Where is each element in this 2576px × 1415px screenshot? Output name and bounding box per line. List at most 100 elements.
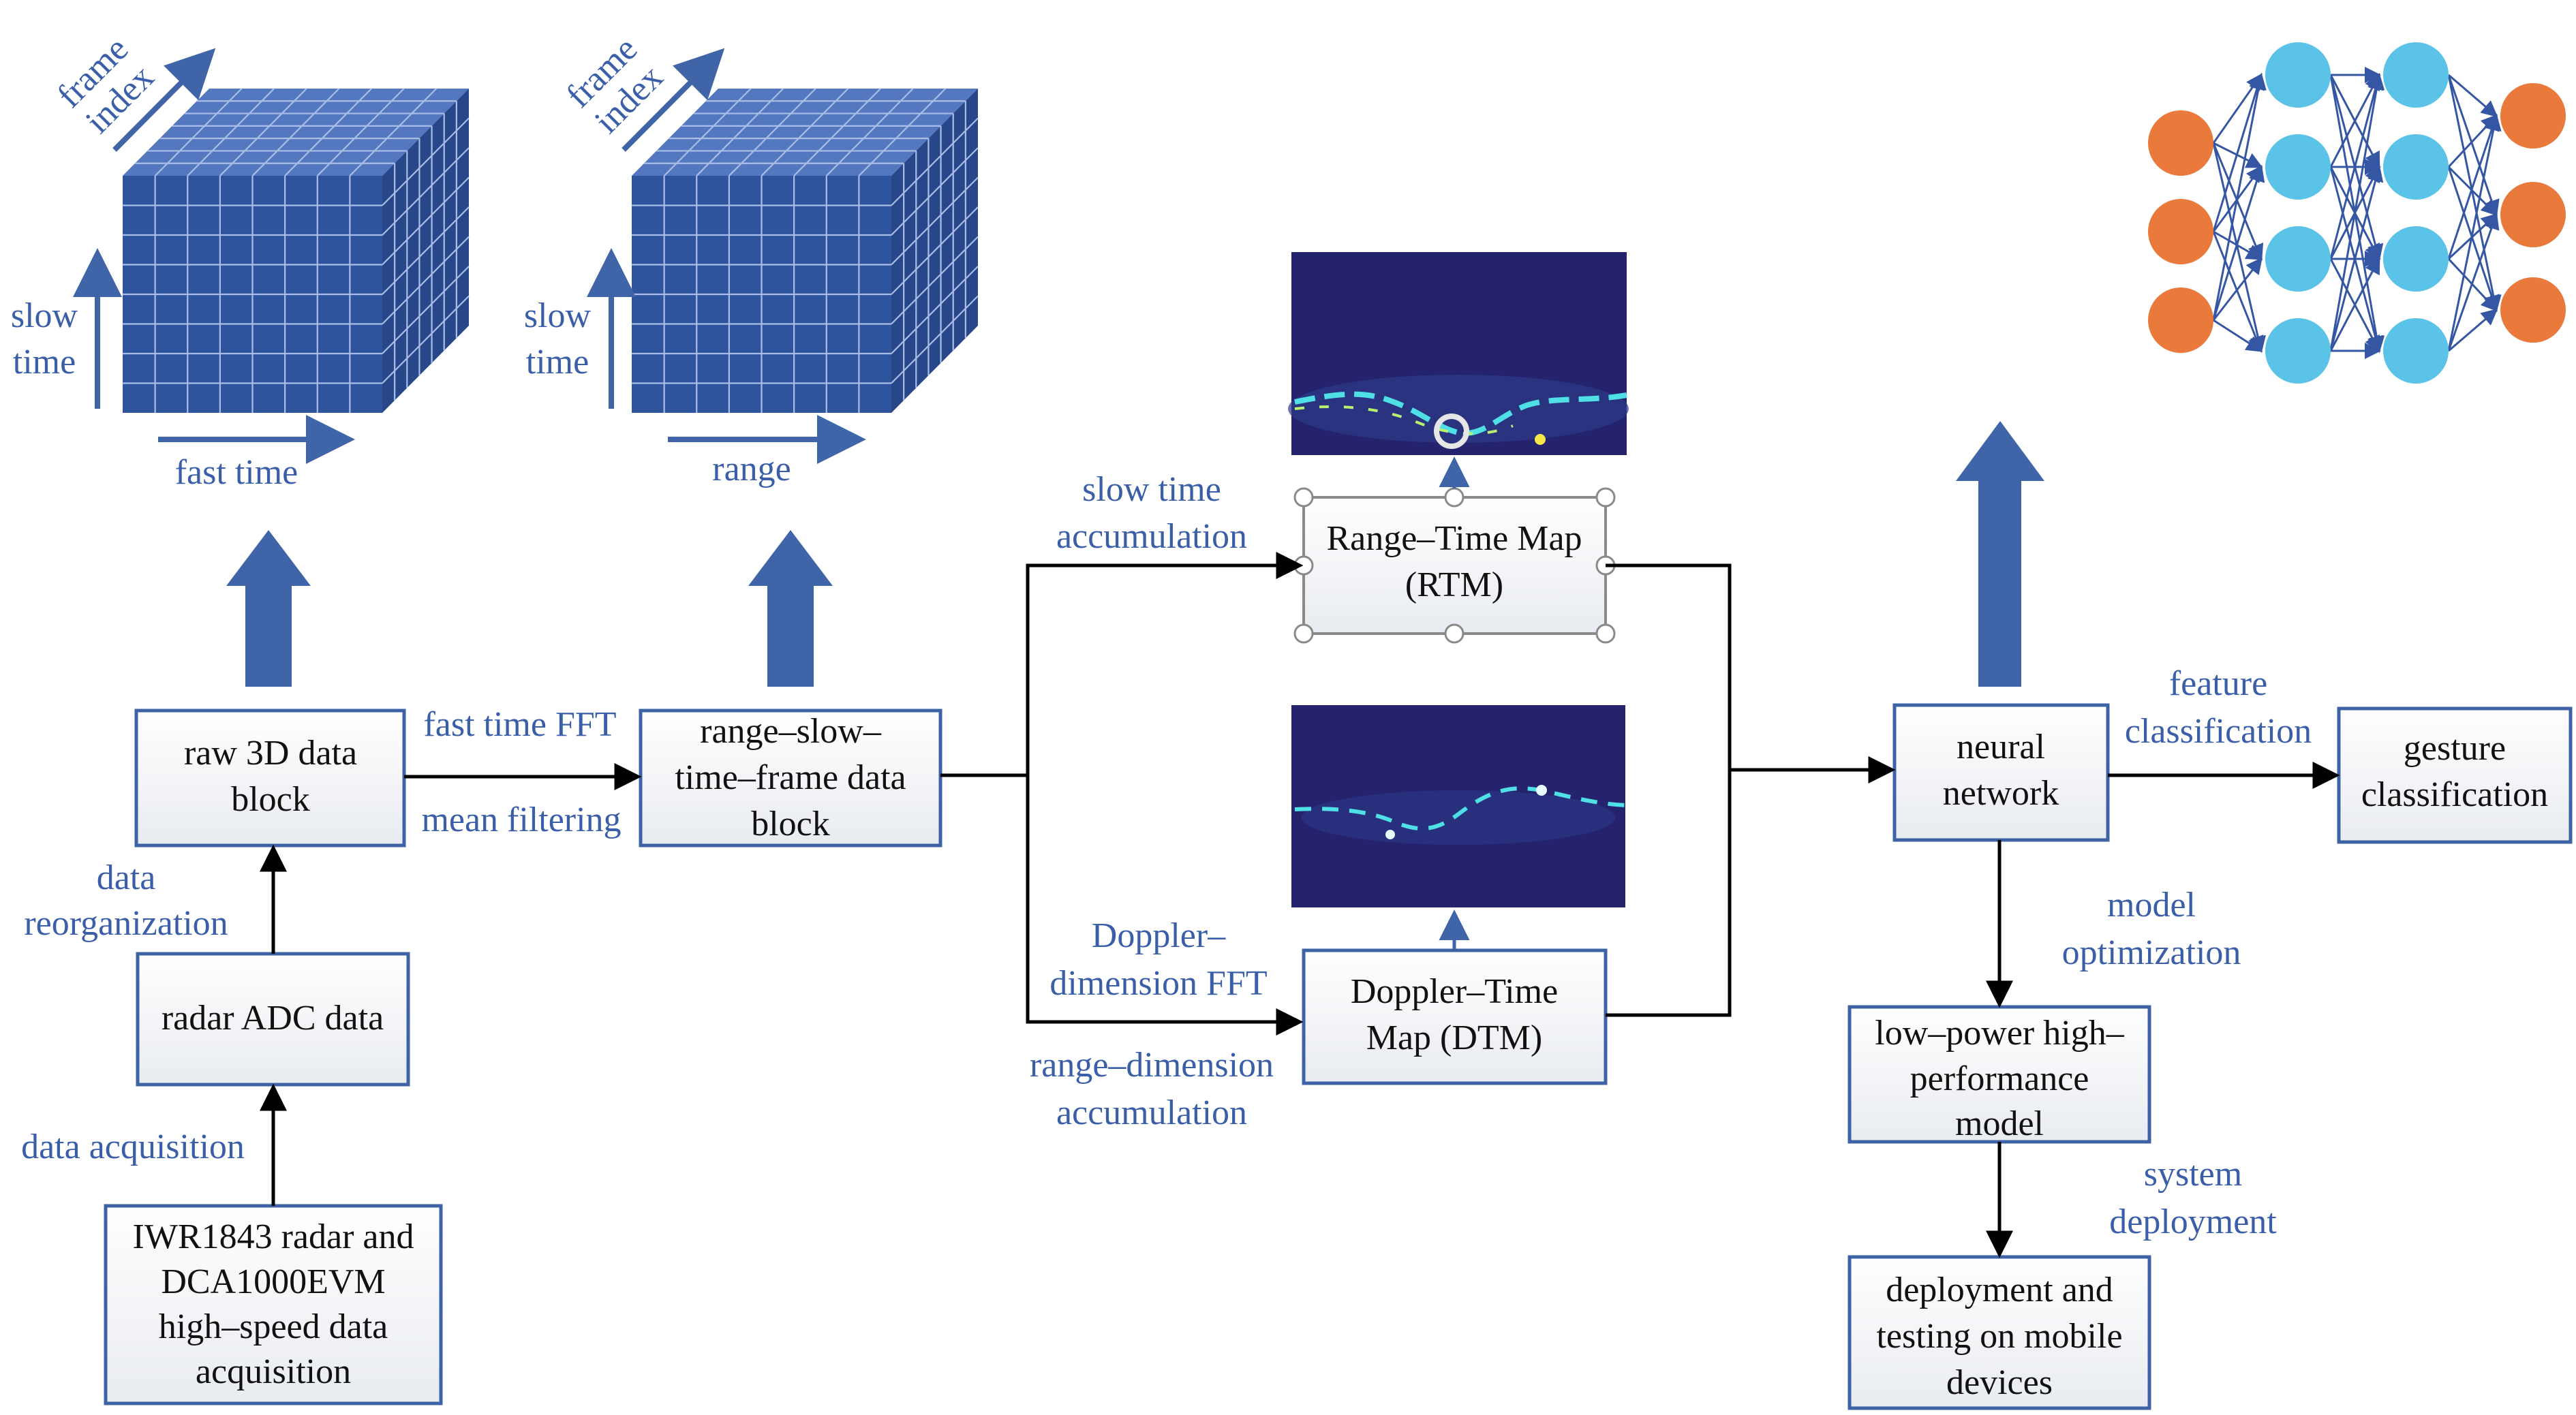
nn-input-node — [2148, 110, 2213, 176]
svg-text:acquisition: acquisition — [196, 1352, 351, 1391]
feature-classification-label: classification — [2125, 712, 2312, 751]
low-power-model-box: low–power high– performance model — [1847, 1005, 2151, 1144]
nn-hidden-node — [2383, 42, 2449, 108]
cube-range-slow — [632, 88, 979, 413]
cube-grid-line — [187, 88, 275, 176]
model-optimization-label: optimization — [2062, 933, 2241, 972]
nn-input-node — [2148, 287, 2213, 353]
nn-connection — [2447, 74, 2500, 217]
cube-grid-line — [891, 206, 979, 295]
cube-grid-line — [382, 295, 470, 384]
cube-grid-line — [219, 88, 307, 176]
cube-grid-line — [761, 88, 849, 176]
radar-system-box: IWR1843 radar and DCA1000EVM high–speed … — [104, 1204, 443, 1405]
dtm-heatmap-image — [1291, 705, 1626, 907]
cube-grid-line — [858, 88, 947, 176]
nn-connection — [2212, 257, 2263, 321]
neural-network-box: neural network — [1892, 703, 2110, 842]
svg-text:model: model — [1955, 1104, 2044, 1143]
frame-index-axis — [112, 48, 216, 152]
svg-text:radar ADC data: radar ADC data — [162, 999, 384, 1038]
nn-connection — [2448, 74, 2498, 117]
nn-hidden-node — [2265, 226, 2331, 292]
svg-text:range–slow–: range–slow– — [700, 712, 882, 751]
cube-grid-line — [729, 88, 816, 176]
cube-grid-line — [696, 88, 784, 176]
system-deployment-label: system — [2144, 1155, 2242, 1194]
cube-grid-line — [382, 206, 470, 295]
svg-text:IWR1843 radar and: IWR1843 radar and — [133, 1217, 414, 1256]
slow-time-label: time — [526, 343, 589, 382]
slow-time-accumulation-label: accumulation — [1056, 517, 1247, 556]
svg-text:deployment and: deployment and — [1886, 1271, 2113, 1309]
connector-arrow — [1026, 775, 1304, 1036]
cube-grid-line — [284, 88, 372, 176]
svg-text:performance: performance — [1910, 1059, 2089, 1098]
connector-line — [1606, 563, 1732, 1017]
nn-output-node — [2500, 83, 2566, 149]
nn-output-node — [2500, 277, 2566, 343]
cube-grid-line — [382, 147, 470, 236]
nn-connection — [2329, 257, 2380, 352]
nn-connection — [2212, 73, 2267, 321]
nn-hidden-node — [2383, 134, 2449, 200]
svg-text:gesture: gesture — [2404, 729, 2506, 768]
neural-network-graphic — [2148, 42, 2566, 384]
frame-index-label: frame index — [50, 29, 162, 141]
svg-text:Map (DTM): Map (DTM) — [1366, 1019, 1543, 1057]
cube-raw-3d — [123, 88, 470, 413]
cube-grid-line — [382, 176, 470, 266]
fast-time-fft-label: fast time FFT — [423, 705, 616, 744]
nn-connection — [2212, 73, 2265, 232]
deployment-box: deployment and testing on mobile devices — [1847, 1255, 2151, 1410]
cube-grid-line — [891, 236, 979, 325]
nn-connection — [2329, 73, 2384, 260]
nn-hidden-node — [2383, 226, 2449, 292]
svg-text:DCA1000EVM: DCA1000EVM — [161, 1262, 385, 1301]
range-label: range — [712, 450, 791, 488]
cube-grid — [632, 88, 979, 413]
rtm-heatmap-image — [1288, 252, 1629, 455]
svg-text:Doppler–Time: Doppler–Time — [1351, 972, 1558, 1011]
nn-input-node — [2148, 199, 2213, 264]
nn-hidden-node — [2383, 318, 2449, 384]
cube-grid-line — [891, 117, 979, 206]
svg-text:block: block — [751, 805, 830, 843]
rtm-box: Range–Time Map (RTM) — [1302, 496, 1607, 635]
svg-text:block: block — [231, 780, 310, 819]
big-up-arrow — [1956, 421, 2044, 687]
mean-filtering-label: mean filtering — [421, 800, 621, 839]
data-reorganization-label: data — [97, 858, 156, 897]
gesture-classification-box: gesture classification — [2337, 706, 2573, 844]
cube-grid-line — [793, 88, 881, 176]
nn-connection — [2329, 73, 2385, 352]
nn-connection — [2448, 309, 2498, 352]
frame-index-axis — [622, 48, 725, 152]
svg-text:(RTM): (RTM) — [1405, 565, 1503, 604]
nn-hidden-node — [2265, 134, 2331, 200]
cube-grid-line — [382, 266, 470, 354]
raw-3d-data-box: raw 3D data block — [134, 709, 406, 848]
cube-grid-line — [891, 147, 979, 236]
nn-connection — [2447, 114, 2500, 260]
doppler-fft-label: Doppler– — [1092, 916, 1226, 955]
slow-time-accumulation-label: slow time — [1082, 470, 1221, 509]
feature-classification-label: feature — [2169, 664, 2267, 703]
dtm-box: Doppler–Time Map (DTM) — [1302, 948, 1608, 1085]
range-slow-time-box: range–slow– time–frame data block — [639, 709, 942, 848]
slow-time-label: slow — [11, 296, 78, 335]
data-acquisition-label: data acquisition — [21, 1128, 245, 1166]
svg-text:time–frame data: time–frame data — [675, 758, 906, 797]
nn-connection — [2447, 74, 2502, 312]
cube-grid-line — [382, 117, 470, 206]
radar-adc-box: radar ADC data — [136, 952, 410, 1087]
cube-grid-line — [891, 266, 979, 354]
big-up-arrow — [226, 530, 311, 687]
cube-grid-line — [825, 88, 914, 176]
frame-index-label: frame index — [559, 29, 671, 141]
system-deployment-label: deployment — [2109, 1202, 2277, 1241]
nn-connection — [2329, 165, 2384, 352]
nn-connection — [2447, 114, 2502, 352]
slow-time-label: slow — [524, 296, 592, 335]
